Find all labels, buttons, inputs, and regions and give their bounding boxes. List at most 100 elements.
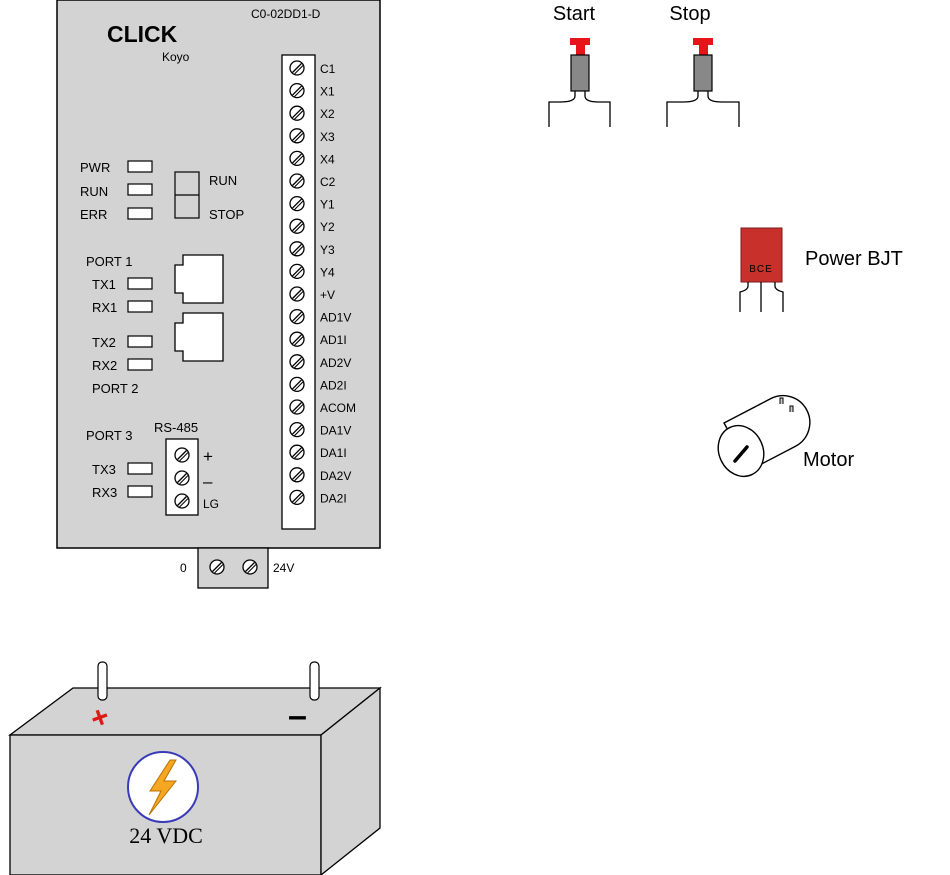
- plc-model: C0-02DD1-D: [251, 7, 321, 21]
- terminal-screw-y2[interactable]: [289, 218, 305, 234]
- led-label: RX1: [92, 300, 117, 315]
- bjt-label: Power BJT: [805, 248, 903, 270]
- led-label: ERR: [80, 207, 107, 222]
- status-leds: PWR RUN ERR: [80, 160, 153, 222]
- terminal-label: Y1: [320, 198, 335, 212]
- led-label: RX2: [92, 358, 117, 373]
- port-2-jack[interactable]: [174, 312, 224, 362]
- plc-power-terminals: 0 24V: [180, 547, 294, 589]
- battery-side: [320, 686, 381, 875]
- terminal-screw-c2[interactable]: [289, 173, 305, 189]
- terminal-screw-ad2v[interactable]: [289, 354, 305, 370]
- positive-post[interactable]: [97, 661, 108, 701]
- terminal-screw-x1[interactable]: [289, 82, 305, 99]
- port-1: PORT 1 TX1 RX1: [86, 254, 224, 315]
- rx3-led: [127, 485, 153, 498]
- port-3-label: PORT 3: [86, 428, 132, 443]
- terminal-screw-ad2i[interactable]: [289, 376, 305, 393]
- stop-label: Stop: [669, 3, 710, 25]
- terminal-label: X1: [320, 85, 335, 99]
- terminal-label: DA2I: [320, 491, 347, 505]
- terminal-label: DA1V: [320, 424, 351, 438]
- terminal-screw-ad1v[interactable]: [289, 308, 305, 325]
- start-button[interactable]: Start: [548, 3, 611, 127]
- tx1-led: [127, 277, 153, 290]
- terminal-label: X3: [320, 130, 335, 144]
- terminal-label: +V: [320, 288, 335, 302]
- motor-shaft: [733, 445, 749, 463]
- mode-stop-label: STOP: [209, 207, 244, 222]
- battery-24vdc: + – 24 VDC: [8, 661, 382, 875]
- terminal-screw-y3[interactable]: [289, 241, 305, 257]
- terminal-screw-y1[interactable]: [289, 195, 305, 212]
- plc-brand: CLICK: [107, 21, 178, 47]
- rs485-lg-label: LG: [203, 497, 219, 511]
- led-label: RX3: [92, 485, 117, 500]
- power-bjt: BCE Power BJT: [739, 227, 903, 312]
- battery-top: [8, 687, 382, 736]
- mode-switch[interactable]: RUN STOP: [174, 171, 244, 222]
- motor: Motor: [717, 394, 854, 478]
- rx1-led: [127, 300, 153, 313]
- bjt-pins: BCE: [749, 264, 773, 275]
- terminal-screw-da2v[interactable]: [289, 467, 305, 483]
- led-label: PWR: [80, 160, 110, 175]
- port-2-label: PORT 2: [92, 381, 138, 396]
- terminal-screw-da1i[interactable]: [289, 444, 305, 460]
- plc-unit: CLICK Koyo C0-02DD1-D PWR RUN ERR RUN ST…: [56, 0, 381, 549]
- rs485-minus-label: –: [203, 472, 213, 491]
- tx3-led: [127, 462, 153, 475]
- power-screw-24v[interactable]: [242, 559, 258, 575]
- power-screw-0v[interactable]: [209, 559, 225, 575]
- terminal-screw-y4[interactable]: [289, 263, 305, 280]
- terminal-label: DA1I: [320, 446, 347, 460]
- terminal-screw-c1[interactable]: [289, 60, 305, 76]
- pwr-led: [127, 160, 153, 173]
- led-label: TX2: [92, 335, 116, 350]
- motor-face: [717, 424, 765, 478]
- mode-run-label: RUN: [209, 173, 237, 188]
- port-2: TX2 RX2 PORT 2: [92, 312, 224, 396]
- rx2-led: [127, 358, 153, 371]
- rs485-screw-minus[interactable]: [174, 470, 190, 486]
- rs485-screw-plus[interactable]: [174, 447, 190, 463]
- rs485-label: RS-485: [154, 420, 198, 435]
- start-label: Start: [553, 3, 596, 25]
- led-label: TX3: [92, 462, 116, 477]
- io-terminals: C1X1X2X3X4C2Y1Y2Y3Y4+VAD1VAD1IAD2VAD2IAC…: [289, 60, 356, 506]
- terminal-label: AD2I: [320, 378, 347, 392]
- terminal-label: Y4: [320, 265, 335, 279]
- terminal-label: X2: [320, 107, 335, 121]
- plc-maker: Koyo: [162, 50, 190, 64]
- terminal-screw-x2[interactable]: [289, 105, 305, 121]
- rs485-plus-label: +: [203, 447, 213, 466]
- tx2-led: [127, 335, 153, 348]
- battery-label: 24 VDC: [129, 823, 203, 848]
- bjt-body: [740, 227, 783, 283]
- stop-cap[interactable]: [693, 38, 713, 45]
- port-3: PORT 3 RS-485 TX3 RX3 + – LG: [86, 420, 219, 516]
- lightning-icon: [148, 759, 178, 816]
- terminal-screw-x3[interactable]: [289, 128, 305, 144]
- terminal-screw-acom[interactable]: [289, 399, 305, 415]
- start-cap[interactable]: [570, 38, 590, 45]
- terminal-label: ACOM: [320, 401, 356, 415]
- terminal-screw-ad1i[interactable]: [289, 331, 305, 347]
- terminal-label: C2: [320, 175, 336, 189]
- terminal-label: Y2: [320, 220, 335, 234]
- terminal-label: AD1I: [320, 333, 347, 347]
- port-1-label: PORT 1: [86, 254, 132, 269]
- rs485-screw-lg[interactable]: [174, 493, 190, 509]
- port-1-jack[interactable]: [174, 254, 224, 304]
- terminal-screw-da1v[interactable]: [289, 421, 305, 438]
- power-0-label: 0: [180, 561, 187, 575]
- terminal-screw-v[interactable]: [289, 286, 305, 302]
- start-body: [570, 54, 590, 92]
- terminal-screw-da2i[interactable]: [289, 489, 305, 506]
- stop-button[interactable]: Stop: [666, 3, 740, 127]
- led-label: RUN: [80, 184, 108, 199]
- terminal-screw-x4[interactable]: [289, 150, 305, 167]
- run-led: [127, 183, 153, 196]
- negative-post[interactable]: [309, 661, 320, 701]
